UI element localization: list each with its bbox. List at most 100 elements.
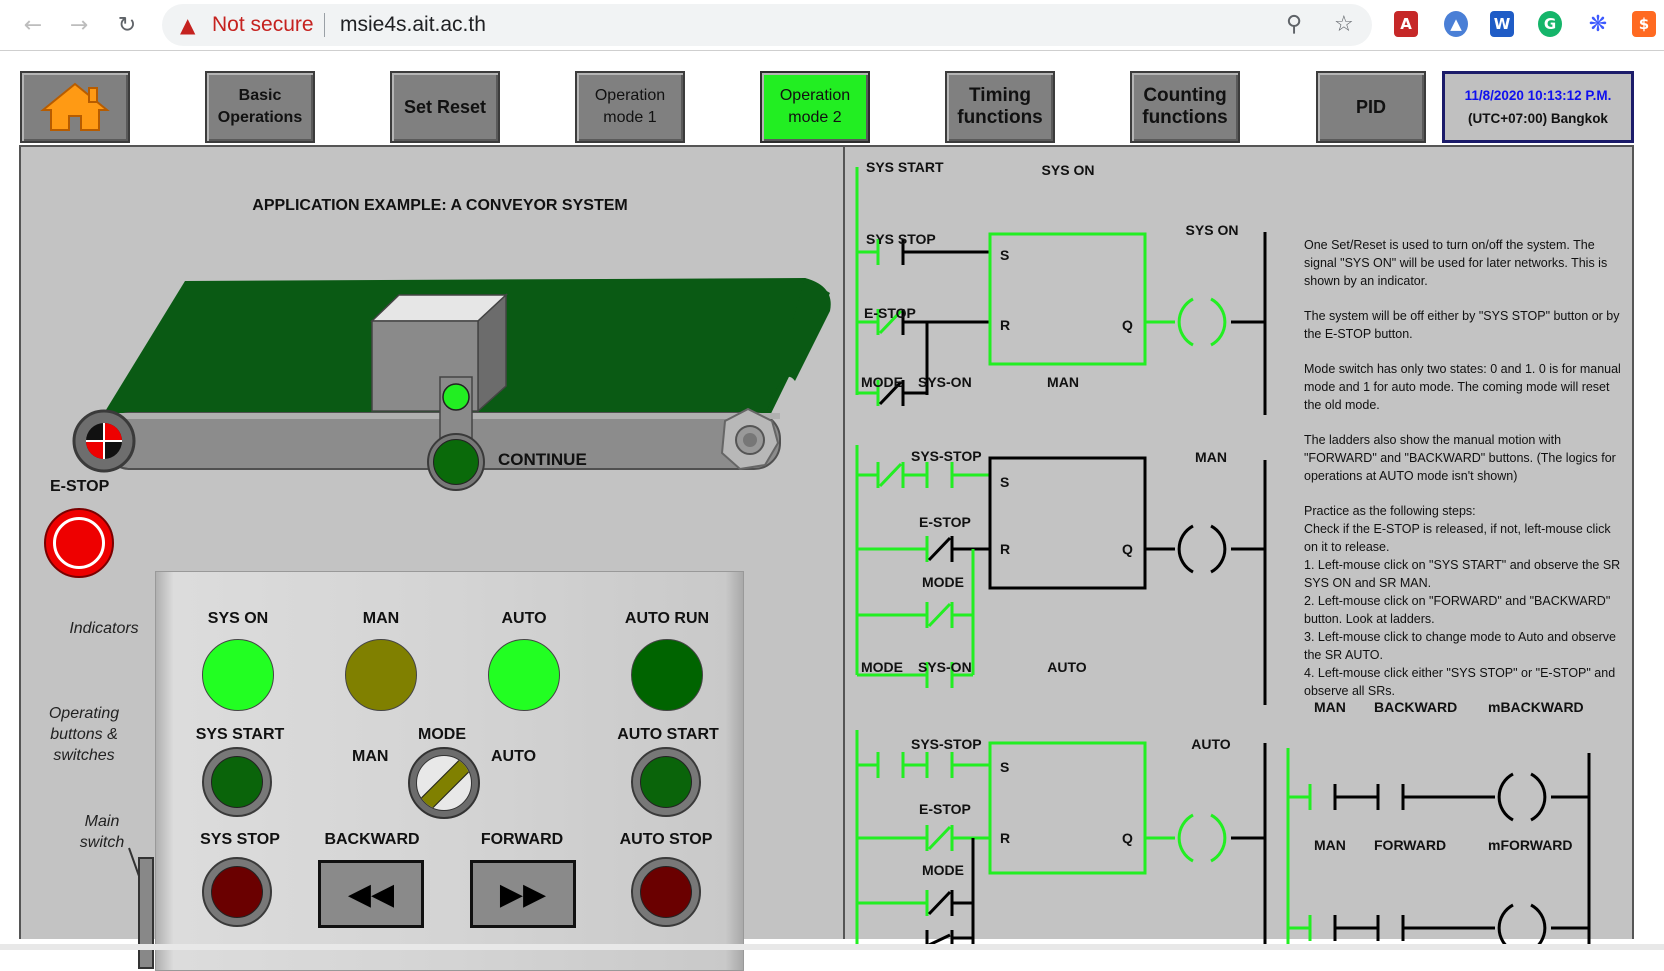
left-roller-icon xyxy=(72,409,136,473)
coil-sys-on-label: SYS ON xyxy=(1185,222,1239,238)
extension-asterisk-icon[interactable]: ❋ xyxy=(1586,11,1610,37)
reload-icon[interactable]: ↻ xyxy=(117,12,137,38)
tab-operation-mode-1[interactable]: Operation mode 1 xyxy=(575,71,685,143)
sr-auto-s: S xyxy=(1000,759,1010,775)
tab-timing-functions[interactable]: Timing functions xyxy=(945,71,1055,143)
sr-auto-title: AUTO xyxy=(1047,659,1087,675)
main-switch-pointer xyxy=(128,847,140,877)
home-icon xyxy=(40,82,110,131)
estop-label: E-STOP xyxy=(50,478,110,495)
rewind-icon: ◀◀ xyxy=(347,876,395,912)
indicator-auto-run-label: AUTO RUN xyxy=(624,610,710,627)
mode-man-label: MAN xyxy=(352,748,389,765)
datetime-box: 11/8/2020 10:13:12 P.M. (UTC+07:00) Bang… xyxy=(1442,71,1634,143)
coil-auto-label: AUTO xyxy=(1191,736,1231,752)
sr-sys-on-r: R xyxy=(1000,317,1011,333)
horizontal-scrollbar[interactable] xyxy=(0,944,1664,950)
sr-man-r: R xyxy=(1000,541,1011,557)
sr-man-s: S xyxy=(1000,474,1010,490)
auto-start-label: AUTO START xyxy=(617,726,719,743)
ladder-sys-stop-label-2: SYS-STOP xyxy=(911,448,982,464)
ladder-man-label-4: MAN xyxy=(1314,699,1346,715)
timezone-text: (UTC+07:00) Bangkok xyxy=(1468,111,1608,126)
tab-pid[interactable]: PID xyxy=(1316,71,1426,143)
instructions-paragraph-3: Mode switch has only two states: 0 and 1… xyxy=(1304,362,1621,412)
forward-label: FORWARD xyxy=(480,831,564,848)
auto-start-button[interactable] xyxy=(631,747,701,817)
sys-start-label: SYS START xyxy=(195,726,285,743)
ladder-mode-label-3: MODE xyxy=(861,659,903,675)
indicator-sys-on-label: SYS ON xyxy=(207,610,269,627)
sys-start-button[interactable] xyxy=(202,747,272,817)
main-switch[interactable] xyxy=(138,857,154,969)
coil-man-label: MAN xyxy=(1195,449,1227,465)
url-text[interactable]: msie4s.ait.ac.th xyxy=(340,13,486,36)
indicator-auto-label: AUTO xyxy=(501,610,547,627)
ladder-mode-label-2: MODE xyxy=(922,574,964,590)
sr-man-title: MAN xyxy=(1047,374,1079,390)
sys-stop-button[interactable] xyxy=(202,857,272,927)
forward-button[interactable]: ▶▶ xyxy=(470,860,576,928)
browser-toolbar: ← → ↻ ▲ Not secure msie4s.ait.ac.th ⚲ ☆ … xyxy=(0,0,1664,51)
sys-stop-label: SYS STOP xyxy=(200,831,280,848)
ladder-sys-start-label: SYS START xyxy=(866,159,944,175)
indicator-man xyxy=(345,639,417,711)
datetime-text: 11/8/2020 10:13:12 P.M. xyxy=(1464,88,1612,103)
indicator-auto-run xyxy=(631,639,703,711)
extension-shopping-icon[interactable]: $ xyxy=(1632,11,1656,37)
sr-sys-on-title: SYS ON xyxy=(1041,162,1095,178)
bookmark-star-icon[interactable]: ☆ xyxy=(1334,12,1354,37)
backward-button[interactable]: ◀◀ xyxy=(318,860,424,928)
ladder-sys-on-label: SYS-ON xyxy=(918,374,972,390)
conveyor-title: APPLICATION EXAMPLE: A CONVEYOR SYSTEM xyxy=(252,197,628,214)
ladder-mode-label: MODE xyxy=(861,374,903,390)
sr-man-q: Q xyxy=(1122,541,1133,557)
tab-operation-mode-2[interactable]: Operation mode 2 xyxy=(760,71,870,143)
address-bar[interactable]: ▲ Not secure msie4s.ait.ac.th ⚲ ☆ xyxy=(162,4,1372,46)
auto-stop-label: AUTO STOP xyxy=(619,831,713,848)
instructions-paragraph-2: The system will be off either by "SYS ST… xyxy=(1304,309,1620,341)
warning-icon: ▲ xyxy=(180,13,196,37)
tab-set-reset[interactable]: Set Reset xyxy=(390,71,500,143)
continue-button[interactable] xyxy=(427,433,485,491)
ladder-sys-stop-label-3: SYS-STOP xyxy=(911,736,982,752)
ladder-estop-label-2: E-STOP xyxy=(919,514,971,530)
security-label[interactable]: Not secure xyxy=(212,13,314,36)
sr-auto-q: Q xyxy=(1122,830,1133,846)
ladder-estop-label: E-STOP xyxy=(864,305,916,321)
ladder-diagram xyxy=(855,167,1591,945)
coil-mforward-label: mFORWARD xyxy=(1488,837,1573,853)
extension-grammarly-icon[interactable]: G xyxy=(1538,11,1562,37)
sr-sys-on-q: Q xyxy=(1122,317,1133,333)
mode-label: MODE xyxy=(418,726,466,743)
estop-button[interactable] xyxy=(44,508,114,578)
mode-switch[interactable] xyxy=(408,747,480,819)
ladder-estop-label-3: E-STOP xyxy=(919,801,971,817)
auto-stop-button[interactable] xyxy=(631,857,701,927)
operating-caption: Operating buttons & switches xyxy=(48,705,120,764)
home-button[interactable] xyxy=(20,71,130,143)
indicator-sys-on xyxy=(202,639,274,711)
instructions-paragraph-4: The ladders also show the manual motion … xyxy=(1304,433,1616,483)
main-switch-caption: Main switch xyxy=(79,813,125,851)
indicator-man-label: MAN xyxy=(362,610,400,627)
forward-arrow-icon[interactable]: → xyxy=(69,12,89,38)
indicators-caption: Indicators xyxy=(69,620,139,637)
continue-label: CONTINUE xyxy=(498,450,587,469)
instructions-paragraph-5: Practice as the following steps: Check i… xyxy=(1304,504,1621,698)
ladder-sys-stop-label: SYS STOP xyxy=(866,231,936,247)
fast-forward-icon: ▶▶ xyxy=(499,876,547,912)
ladder-backward-label: BACKWARD xyxy=(1374,699,1458,715)
address-divider xyxy=(324,13,325,37)
instructions-paragraph-1: One Set/Reset is used to turn on/off the… xyxy=(1304,238,1608,288)
ladder-forward-label: FORWARD xyxy=(1374,837,1447,853)
extension-acrobat-icon[interactable]: A xyxy=(1394,11,1418,37)
extension-word-icon[interactable]: W xyxy=(1490,11,1514,37)
tab-basic-operations[interactable]: Basic Operations xyxy=(205,71,315,143)
zoom-icon[interactable]: ⚲ xyxy=(1286,12,1303,37)
back-arrow-icon[interactable]: ← xyxy=(23,12,43,38)
mode-auto-label: AUTO xyxy=(491,748,537,765)
tab-counting-functions[interactable]: Counting functions xyxy=(1130,71,1240,143)
extension-scholar-icon[interactable]: ▲ xyxy=(1444,11,1468,37)
sr-auto-r: R xyxy=(1000,830,1011,846)
